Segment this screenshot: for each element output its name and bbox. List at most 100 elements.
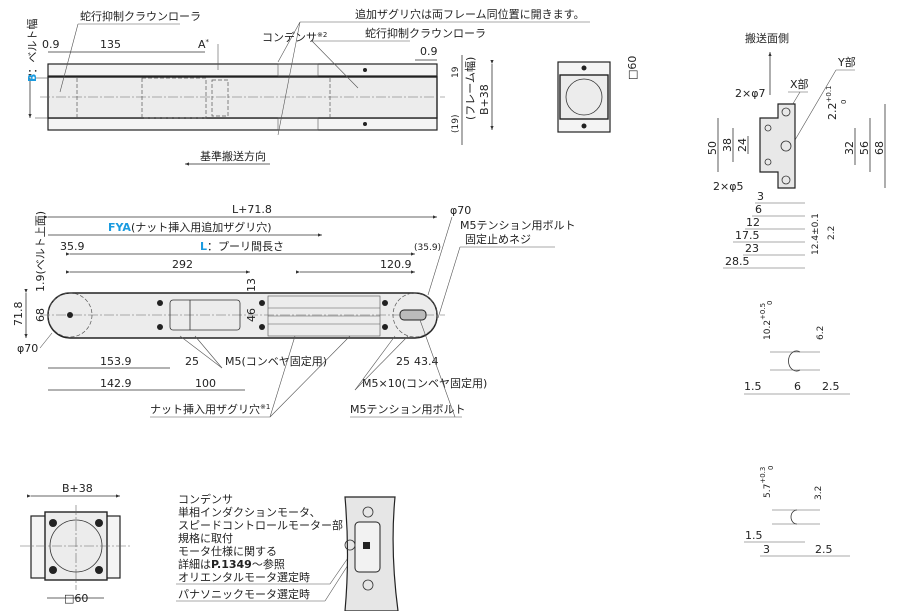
direction-label: 基準搬送方向 — [200, 149, 266, 163]
note-line: モータ仕様に関する — [178, 544, 277, 558]
svg-text:FYA(ナット挿入用追加ザグリ穴): FYA(ナット挿入用追加ザグリ穴) — [108, 220, 272, 234]
bottom-frame-rail — [47, 117, 438, 131]
top-frame-rail — [47, 63, 438, 77]
h-dim-23: 23 — [745, 242, 759, 255]
dim-2-2-bottom: 2.2 — [827, 226, 837, 240]
dim-71-8: 71.8 — [12, 302, 25, 327]
end-view-square-label: □60 — [626, 56, 639, 80]
dim-3-y: 3 — [763, 543, 770, 556]
x-part-label: X部 — [790, 77, 809, 91]
dim-46: 46 — [245, 308, 258, 322]
dim-10-2: 10.2 — [763, 320, 773, 340]
y-part-label: Y部 — [837, 55, 856, 69]
phi70-left: φ70 — [17, 342, 38, 355]
dim-100: 100 — [195, 377, 216, 390]
note-line: オリエンタルモータ選定時 — [178, 570, 310, 584]
conveying-side-label: 搬送面側 — [745, 31, 789, 45]
dim-38: 38 — [721, 138, 734, 152]
dim-3-2: 3.2 — [814, 486, 824, 500]
dim-1-5-x: 1.5 — [744, 380, 762, 393]
frame-profile — [759, 103, 796, 189]
h-dim-17-5: 17.5 — [735, 229, 760, 242]
dim-19-paren: (19) — [451, 115, 461, 133]
counterbore-note: 追加ザグリ穴は両フレーム同位置に開きます。 — [355, 7, 585, 21]
note-line: 規格に取付 — [178, 531, 233, 545]
dim-120-9: 120.9 — [380, 258, 412, 271]
note-line: コンデンサ — [178, 492, 233, 506]
side-view: L+71.8 FYA(ナット挿入用追加ザグリ穴) L：プーリ間長さ 35.9 (… — [12, 203, 576, 418]
dim-43-4: 43.4 — [414, 355, 439, 368]
nut-counterbore-label: ナット挿入用ザグリ穴 — [150, 402, 260, 416]
phi5-label: 2×φ5 — [713, 180, 743, 193]
dim-32: 32 — [843, 141, 856, 155]
phi70-right: φ70 — [450, 204, 471, 217]
condenser-label: コンデンサ — [262, 30, 317, 44]
dim-2-5-x: 2.5 — [822, 380, 840, 393]
tol-zero: 0 — [840, 100, 848, 104]
dim-12-4: 12.4±0.1 — [811, 213, 821, 255]
panasonic-note: パナソニックモータ選定時 — [178, 587, 310, 601]
note-line: スピードコントロールモーター部 — [178, 518, 343, 532]
svg-text:B：ベルト幅: B：ベルト幅 — [26, 19, 39, 82]
end-view: □60 — [557, 56, 639, 133]
belt-width-label: ：ベルト幅 — [26, 19, 39, 74]
h-dim-6: 6 — [755, 203, 762, 216]
m5x10-fix-label: M5×10(コンベヤ固定用) — [362, 376, 487, 390]
dim-1-9: 1.9(ベルト上面) — [34, 211, 47, 292]
l-label: ：プーリ間長さ — [207, 240, 284, 253]
h-dim-3: 3 — [757, 190, 764, 203]
belt — [47, 76, 438, 119]
dim-0-9-left: 0.9 — [42, 38, 60, 51]
dim-l-plus: L+71.8 — [232, 203, 272, 216]
section-view: 搬送面側 Y部 X部 2×φ7 2×φ5 50 38 24 32 56 68 2… — [706, 31, 886, 269]
dim-24: 24 — [736, 138, 749, 152]
svg-text:10.2+0.5: 10.2+0.5 — [759, 303, 773, 340]
fya-label: (ナット挿入用追加ザグリ穴) — [131, 220, 272, 234]
condenser-detail — [344, 496, 399, 611]
motor-square: □60 — [64, 592, 88, 605]
tension-bolt-label: M5テンション用ボルト — [350, 403, 466, 416]
dim-1-5-y: 1.5 — [745, 529, 763, 542]
top-view: B：ベルト幅 蛇行抑制クラウンローラ 追加ザグリ穴は両フレーム同位置に開きます。… — [26, 7, 639, 166]
dim-25-left: 25 — [185, 355, 199, 368]
horizontal-dims: 3 6 12 17.5 23 28.5 — [723, 190, 805, 269]
m5-fix-label: M5(コンベヤ固定用) — [225, 354, 327, 368]
dim-2-2-top: 2.2 — [826, 103, 839, 121]
svg-text:L：プーリ間長さ: L：プーリ間長さ — [200, 240, 284, 253]
dim-292: 292 — [172, 258, 193, 271]
svg-text:A*: A* — [198, 38, 210, 51]
tension-bolt-top-label: M5テンション用ボルト — [460, 219, 576, 232]
svg-text:コンデンサ※2: コンデンサ※2 — [262, 30, 327, 44]
tol-plus: +0.5 — [759, 303, 767, 320]
dim-19: 19 — [451, 66, 461, 78]
tol-plus-y: +0.3 — [759, 467, 767, 484]
crown-roller-label-left: 蛇行抑制クラウンローラ — [80, 9, 201, 23]
phi7-label: 2×φ7 — [735, 87, 765, 100]
detail-x: 10.2+0.5 0 6.2 1.5 6 2.5 — [744, 301, 850, 395]
tol-top: +0.1 — [825, 86, 833, 103]
detail-y: 5.7+0.3 0 3.2 1.5 3 2.5 — [744, 466, 850, 557]
fya-letter: FYA — [108, 221, 131, 234]
dim-a: A — [198, 38, 206, 51]
dim-56: 56 — [858, 141, 871, 155]
dim-6-2: 6.2 — [816, 326, 826, 340]
page-ref-link[interactable]: P.1349 — [211, 558, 252, 571]
condenser-note-mark: ※2 — [317, 31, 327, 39]
svg-text:2.2+0.1: 2.2+0.1 — [825, 86, 839, 121]
dim-35-9: 35.9 — [60, 240, 85, 253]
nut-counterbore-mark: ※1 — [260, 403, 270, 411]
dim-135: 135 — [100, 38, 121, 51]
b-plus-38-label: B+38 — [478, 84, 491, 115]
dim-153-9: 153.9 — [100, 355, 132, 368]
dim-25-right: 25 — [396, 355, 410, 368]
dim-68: 68 — [873, 141, 886, 155]
dim-5-7: 5.7 — [763, 484, 773, 498]
svg-text:詳細はP.1349～参照: 詳細はP.1349～参照 — [178, 557, 285, 571]
dim-13: 13 — [245, 278, 258, 292]
dim-68: 68 — [34, 308, 47, 322]
svg-text:ナット挿入用ザグリ穴※1: ナット挿入用ザグリ穴※1 — [150, 402, 270, 416]
frame-width-label: (フレーム幅) — [464, 57, 477, 120]
svg-text:5.7+0.3: 5.7+0.3 — [759, 467, 773, 498]
set-screw-label: 固定止めネジ — [465, 232, 531, 246]
